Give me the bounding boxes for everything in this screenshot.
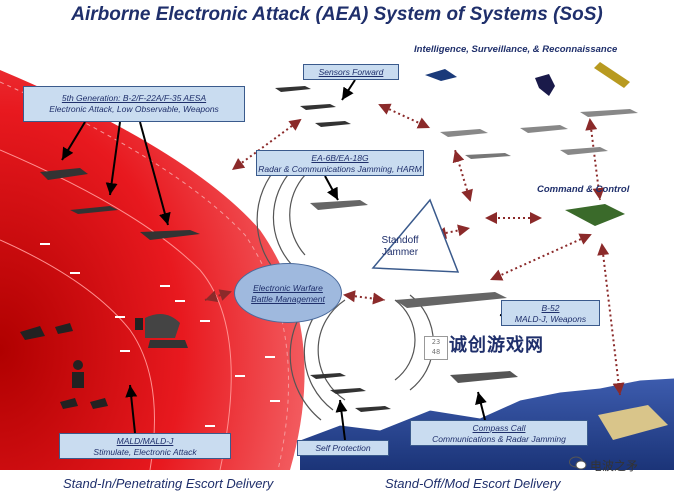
- mald-title: MALD/MALD-J: [116, 436, 174, 446]
- ewbm-line1: Electronic Warfare: [253, 283, 323, 293]
- sensors-forward-box: Sensors Forward: [303, 64, 399, 80]
- ea6b-desc: Radar & Communications Jamming, HARM: [258, 164, 422, 174]
- standoff-jammer-label: Standoff Jammer: [367, 235, 433, 259]
- footer-right: Stand-Off/Mod Escort Delivery: [385, 476, 561, 491]
- watermark-text: 诚创游戏网: [449, 335, 544, 355]
- aircraft-icons: [40, 62, 668, 440]
- compass-call-box: Compass Call Communications & Radar Jamm…: [410, 420, 588, 446]
- compass-call-desc: Communications & Radar Jamming: [432, 434, 566, 444]
- sensors-forward-title: Sensors Forward: [318, 67, 384, 77]
- self-protection-box: Self Protection: [297, 440, 389, 456]
- ground-radars: [20, 314, 188, 409]
- standoff-jammer-line1: Standoff: [381, 235, 419, 246]
- b52-desc: MALD-J, Weapons: [514, 314, 587, 324]
- standoff-jammer-triangle: [371, 198, 460, 273]
- ew-battle-management: Electronic Warfare Battle Management: [234, 263, 342, 323]
- ea6b-title: EA-6B/EA-18G: [311, 153, 369, 163]
- wechat-icon: [569, 456, 587, 470]
- footer-left: Stand-In/Penetrating Escort Delivery: [63, 476, 274, 491]
- mald-desc: Stimulate, Electronic Attack: [93, 447, 197, 457]
- watermark-box: 23 48: [424, 336, 448, 360]
- command-control-label: Command & Control: [537, 184, 630, 195]
- arrows: [61, 79, 541, 441]
- gen5-title: 5th Generation: B-2/F-22A/F-35 AESA: [61, 93, 207, 103]
- mald-box: MALD/MALD-J Stimulate, Electronic Attack: [59, 433, 231, 459]
- compass-call-title: Compass Call: [472, 423, 526, 433]
- standoff-jammer-line2: Jammer: [381, 247, 419, 258]
- ewbm-line2: Battle Management: [251, 294, 325, 304]
- threat-zone-outer: [0, 81, 290, 471]
- self-protection-title: Self Protection: [315, 443, 371, 453]
- gen5-box: 5th Generation: B-2/F-22A/F-35 AESA Elec…: [23, 86, 245, 122]
- gen5-desc: Electronic Attack, Low Observable, Weapo…: [49, 104, 219, 114]
- b52-title: B-52: [541, 303, 560, 313]
- page-title: Airborne Electronic Attack (AEA) System …: [71, 4, 603, 25]
- isr-label: Intelligence, Surveillance, & Reconnaiss…: [414, 44, 618, 55]
- b52-box: B-52 MALD-J, Weapons: [501, 300, 600, 326]
- wechat-label: 电波之矛: [590, 459, 639, 473]
- ea6b-box: EA-6B/EA-18G Radar & Communications Jamm…: [256, 150, 424, 176]
